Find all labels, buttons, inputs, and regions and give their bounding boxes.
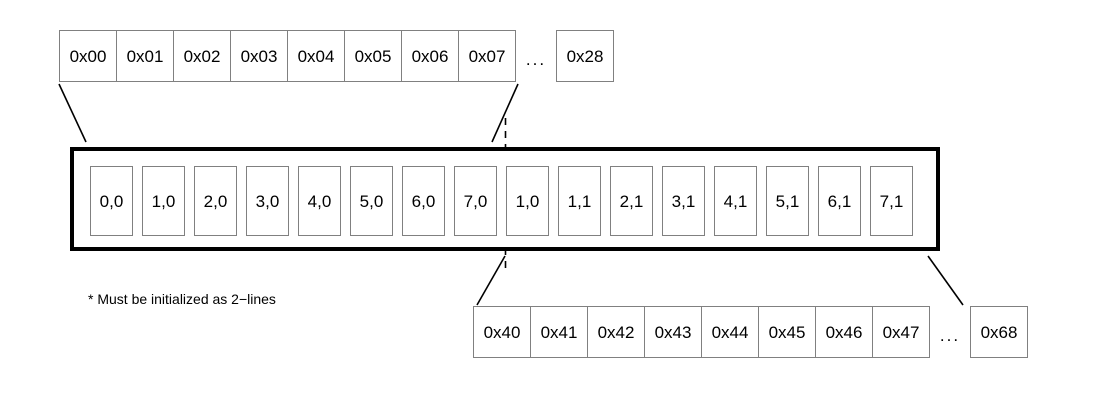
- word-cell: 7,1: [870, 166, 913, 236]
- connector-top-left: [58, 83, 87, 143]
- address-cell: 0x41: [530, 306, 588, 358]
- word-cell: 1,0: [506, 166, 549, 236]
- initialization-note: * Must be initialized as 2−lines: [88, 291, 276, 307]
- cache-line-cell-group: 0,0 1,0 2,0 3,0 4,0 5,0 6,0 7,0 1,0 1,1 …: [90, 166, 913, 236]
- cache-line-buffer: 0,0 1,0 2,0 3,0 4,0 5,0 6,0 7,0 1,0 1,1 …: [70, 147, 940, 251]
- address-cell: 0x02: [173, 30, 231, 82]
- word-cell: 1,1: [558, 166, 601, 236]
- word-cell: 1,0: [142, 166, 185, 236]
- lower-address-range: 0x40 0x41 0x42 0x43 0x44 0x45 0x46 0x47 …: [473, 306, 1028, 358]
- address-cell: 0x43: [644, 306, 702, 358]
- address-cell: 0x01: [116, 30, 174, 82]
- word-cell: 7,0: [454, 166, 497, 236]
- word-cell: 6,0: [402, 166, 445, 236]
- address-cell: 0x42: [587, 306, 645, 358]
- word-cell: 5,1: [766, 166, 809, 236]
- word-cell: 5,0: [350, 166, 393, 236]
- address-cell: 0x40: [473, 306, 531, 358]
- word-cell: 2,0: [194, 166, 237, 236]
- address-cell: 0x46: [815, 306, 873, 358]
- word-cell: 4,1: [714, 166, 757, 236]
- address-cell: 0x06: [401, 30, 459, 82]
- address-ellipsis: ...: [525, 50, 547, 69]
- word-cell: 4,0: [298, 166, 341, 236]
- connector-bottom-left: [476, 255, 506, 306]
- address-cell: 0x47: [872, 306, 930, 358]
- address-cell-tail: 0x68: [970, 306, 1028, 358]
- connector-top-right: [491, 83, 519, 143]
- word-cell: 3,0: [246, 166, 289, 236]
- address-cell: 0x45: [758, 306, 816, 358]
- connector-bottom-right: [927, 255, 964, 306]
- word-cell: 6,1: [818, 166, 861, 236]
- address-cell-tail: 0x28: [556, 30, 614, 82]
- address-cell: 0x07: [458, 30, 516, 82]
- address-cell: 0x03: [230, 30, 288, 82]
- address-cell: 0x05: [344, 30, 402, 82]
- address-cell: 0x44: [701, 306, 759, 358]
- address-ellipsis: ...: [939, 326, 961, 345]
- word-cell: 3,1: [662, 166, 705, 236]
- word-cell: 0,0: [90, 166, 133, 236]
- word-cell: 2,1: [610, 166, 653, 236]
- address-cell: 0x04: [287, 30, 345, 82]
- address-cell: 0x00: [59, 30, 117, 82]
- upper-address-range: 0x00 0x01 0x02 0x03 0x04 0x05 0x06 0x07 …: [59, 30, 614, 82]
